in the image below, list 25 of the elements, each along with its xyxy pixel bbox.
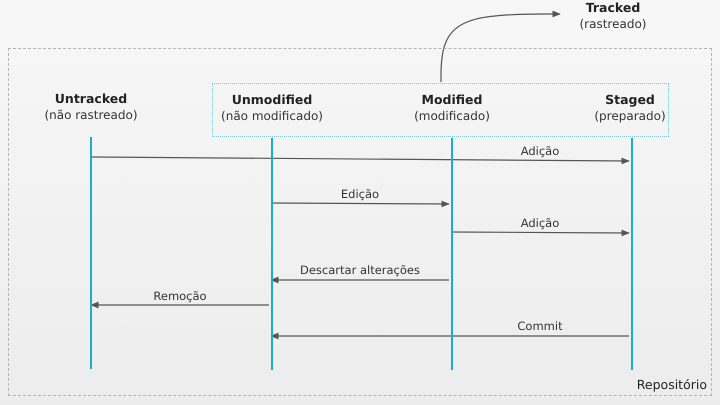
state-name: Modified xyxy=(420,92,484,108)
repository-frame xyxy=(8,48,712,396)
state-name: Tracked xyxy=(584,0,642,16)
arrow xyxy=(451,230,630,236)
state-description: (não rastreado) xyxy=(43,107,139,123)
arrow xyxy=(91,156,630,164)
state-description: (modificado) xyxy=(413,108,491,124)
edge-label: Edição xyxy=(340,187,380,201)
state-name: Staged xyxy=(604,92,656,108)
arrow xyxy=(270,276,449,284)
state-name: Untracked xyxy=(54,91,128,107)
state-description: (preparado) xyxy=(593,108,667,124)
state-name: Unmodified xyxy=(230,92,314,108)
edge-label: Adição xyxy=(520,216,560,230)
edge-label: Adição xyxy=(520,144,560,158)
edge-label: Commit xyxy=(516,319,564,333)
arrow xyxy=(440,10,561,82)
state-description: (não modificado) xyxy=(220,108,324,124)
edge-label: Remoção xyxy=(152,289,208,303)
arrow xyxy=(271,200,450,208)
edge-label: Descartar alterações xyxy=(299,263,421,277)
repository-label: Repositório xyxy=(636,377,707,393)
arrow xyxy=(90,302,269,308)
state-description: (rastreado) xyxy=(578,16,648,32)
arrow xyxy=(270,332,629,340)
